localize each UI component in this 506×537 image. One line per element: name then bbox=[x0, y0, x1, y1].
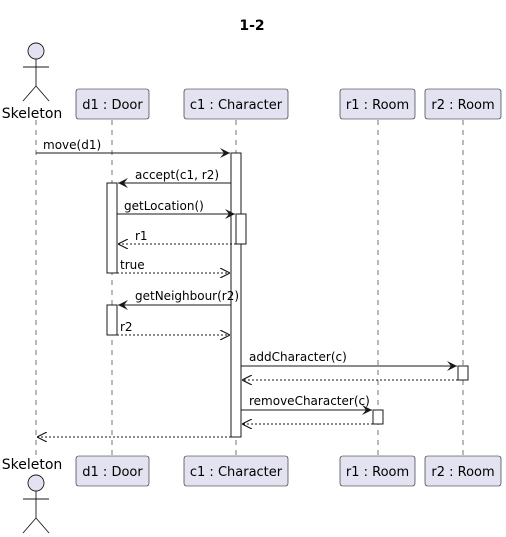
message-label-move: move(d1) bbox=[43, 138, 101, 152]
activation-room1 bbox=[372, 409, 384, 425]
activation-door-accept bbox=[106, 182, 118, 274]
message-label-removecharacter: removeCharacter(c) bbox=[249, 394, 370, 408]
message-label-getlocation: getLocation() bbox=[124, 199, 204, 213]
participant-door-bottom: d1 : Door bbox=[75, 455, 150, 487]
participant-room2-top: r2 : Room bbox=[424, 88, 502, 120]
participant-door-top: d1 : Door bbox=[75, 88, 150, 120]
activation-character-nested bbox=[235, 213, 247, 245]
participant-room2-label-bottom: r2 : Room bbox=[431, 465, 494, 480]
message-label-accept: accept(c1, r2) bbox=[135, 168, 219, 182]
message-label-getneighbour: getNeighbour(r2) bbox=[135, 289, 239, 303]
participant-door-label-top: d1 : Door bbox=[82, 98, 143, 113]
participant-room1-bottom: r1 : Room bbox=[339, 455, 416, 487]
participant-character-label-bottom: c1 : Character bbox=[190, 465, 283, 480]
activation-character bbox=[230, 152, 242, 438]
skeleton-actor-top bbox=[22, 42, 50, 102]
message-label-addcharacter: addCharacter(c) bbox=[249, 350, 347, 364]
participant-character-bottom: c1 : Character bbox=[183, 455, 289, 487]
participant-room2-label-top: r2 : Room bbox=[431, 98, 494, 113]
participant-room2-bottom: r2 : Room bbox=[424, 455, 502, 487]
participant-room1-top: r1 : Room bbox=[339, 88, 416, 120]
return-label-r1: r1 bbox=[135, 229, 148, 243]
participant-room1-label-top: r1 : Room bbox=[346, 98, 409, 113]
participant-character-label-top: c1 : Character bbox=[190, 98, 283, 113]
activation-door-getneighbour bbox=[106, 304, 118, 336]
skeleton-actor-bottom bbox=[22, 474, 50, 534]
return-label-r2: r2 bbox=[120, 320, 133, 334]
diagram-title: 1-2 bbox=[239, 18, 264, 34]
participant-door-label-bottom: d1 : Door bbox=[82, 465, 143, 480]
actor-label-top: Skeleton bbox=[2, 106, 63, 122]
participant-character-top: c1 : Character bbox=[183, 88, 289, 120]
activation-room2 bbox=[457, 365, 469, 381]
actor-label-bottom: Skeleton bbox=[2, 457, 63, 473]
return-label-true: true bbox=[120, 258, 145, 272]
participant-room1-label-bottom: r1 : Room bbox=[346, 465, 409, 480]
